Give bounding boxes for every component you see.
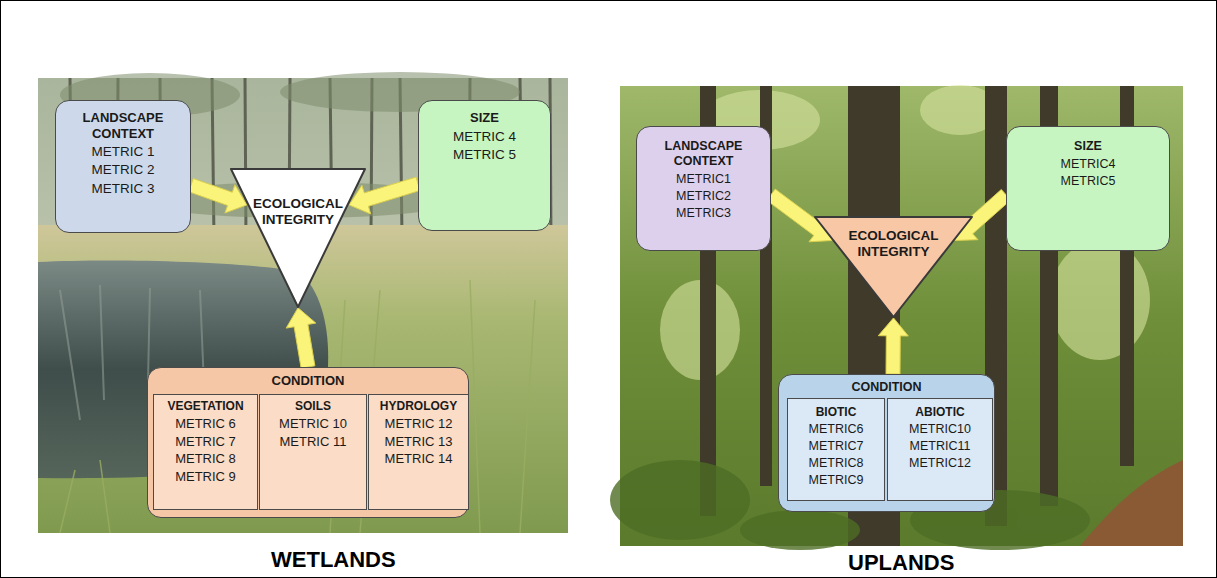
box-heading: SOILS [266,399,360,413]
size-box: SIZE METRIC4METRIC5 [1006,126,1170,251]
text-stack: LANDSCAPE CONTEXT METRIC1METRIC2METRIC3 [637,127,770,228]
text-stack: VEGETATION METRIC 6METRIC 7METRIC 8METRIC… [154,395,257,492]
box-heading: ECOLOGICAL INTEGRITY [826,228,961,260]
metric-item: METRIC6 [794,421,878,438]
box-heading: VEGETATION [160,399,251,413]
metric-item: METRIC 3 [62,180,184,198]
box-heading: CONDITION [154,373,462,389]
soils-box: SOILS METRIC 10METRIC 11 [259,394,367,510]
landscape-context-box: LANDSCAPE CONTEXT METRIC 1METRIC 2METRIC … [55,100,191,233]
metric-item: METRIC2 [643,188,764,205]
metric-item: METRIC 8 [160,450,251,468]
block-arrow [349,177,420,214]
text-stack: BIOTIC METRIC6METRIC7METRIC8METRIC9 [788,399,884,495]
text-stack: ECOLOGICAL INTEGRITY [228,196,368,228]
metric-item: METRIC1 [643,171,764,188]
text-stack: HYDROLOGY METRIC 12METRIC 13METRIC 14 [369,395,468,474]
box-heading: LANDSCAPE CONTEXT [62,110,184,141]
block-arrow [878,318,908,374]
metric-item: METRIC 4 [425,128,544,146]
ecological-integrity-triangle: ECOLOGICAL INTEGRITY [812,214,975,320]
text-stack: ECOLOGICAL INTEGRITY [812,228,975,260]
metric-item: METRIC 11 [266,433,360,451]
metric-item: METRIC11 [894,438,986,455]
panel-title: WETLANDS [271,547,396,573]
text-stack: ABIOTIC METRIC10METRIC11METRIC12 [888,399,992,478]
box-heading: CONDITION [785,380,988,395]
text-stack: SOILS METRIC 10METRIC 11 [260,395,366,456]
metric-item: METRIC 6 [160,415,251,433]
triangle-outline [228,166,368,310]
metric-item: METRIC 13 [375,433,462,451]
text-stack: SIZE METRIC 4METRIC 5 [419,101,550,170]
metric-item: METRIC3 [643,205,764,222]
box-heading: LANDSCAPE CONTEXT [643,139,764,169]
box-heading: ECOLOGICAL INTEGRITY [242,196,354,228]
metric-item: METRIC 7 [160,433,251,451]
block-arrow [767,189,833,242]
condition-box: CONDITIONBIOTICMETRIC6METRIC7METRIC8METR… [778,374,995,512]
metric-item: METRIC 5 [425,146,544,164]
box-heading: ABIOTIC [894,405,986,419]
metric-item: METRIC 12 [375,415,462,433]
block-arrow [955,190,1011,241]
metric-item: METRIC 10 [266,415,360,433]
box-heading: SIZE [1013,139,1163,154]
text-stack: CONDITION [148,368,468,395]
metric-item: METRIC 14 [375,450,462,468]
metric-item: METRIC5 [1013,173,1163,190]
block-arrow [286,308,316,368]
metric-item: METRIC4 [1013,156,1163,173]
metric-item: METRIC12 [894,455,986,472]
text-stack: SIZE METRIC4METRIC5 [1007,127,1169,196]
metric-item: METRIC 2 [62,161,184,179]
metric-item: METRIC10 [894,421,986,438]
metric-item: METRIC8 [794,455,878,472]
box-heading: BIOTIC [794,405,878,419]
size-box: SIZE METRIC 4METRIC 5 [418,100,551,231]
box-heading: SIZE [425,110,544,126]
panel-title: UPLANDS [848,550,954,576]
biotic-box: BIOTIC METRIC6METRIC7METRIC8METRIC9 [787,398,885,501]
abiotic-box: ABIOTIC METRIC10METRIC11METRIC12 [887,398,993,501]
vegetation-box: VEGETATION METRIC 6METRIC 7METRIC 8METRIC… [153,394,258,510]
box-heading: HYDROLOGY [375,399,462,413]
metric-item: METRIC 9 [160,468,251,486]
ecological-integrity-triangle: ECOLOGICAL INTEGRITY [228,166,368,310]
text-stack: LANDSCAPE CONTEXT METRIC 1METRIC 2METRIC … [56,101,190,204]
metric-item: METRIC9 [794,472,878,489]
metric-item: METRIC7 [794,438,878,455]
landscape-context-box: LANDSCAPE CONTEXT METRIC1METRIC2METRIC3 [636,126,771,251]
metric-item: METRIC 1 [62,143,184,161]
condition-box: CONDITIONVEGETATIONMETRIC 6METRIC 7METRI… [147,367,469,518]
hydrology-box: HYDROLOGY METRIC 12METRIC 13METRIC 14 [368,394,469,510]
